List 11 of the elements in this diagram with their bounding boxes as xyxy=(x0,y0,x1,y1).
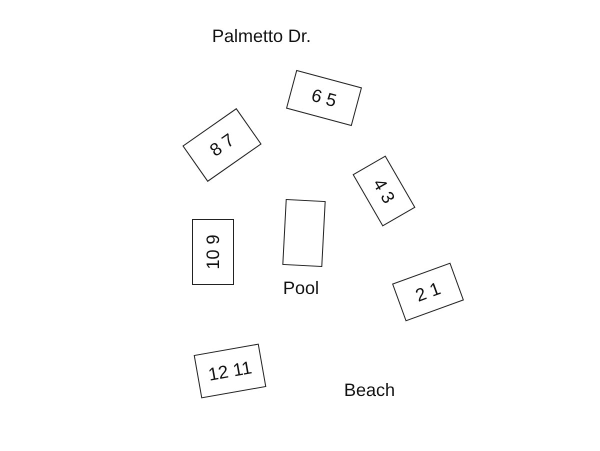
cabin-outline xyxy=(192,219,234,285)
unit-numbers: 6 5 xyxy=(309,84,339,112)
unit-numbers: 4 3 xyxy=(368,174,400,208)
area-label: Beach xyxy=(344,380,396,401)
unit-numbers: 10 9 xyxy=(202,234,224,270)
street-label: Palmetto Dr. xyxy=(212,26,312,47)
area-label: Pool xyxy=(283,278,320,299)
unit-numbers: 2 1 xyxy=(412,278,444,306)
pool-outline xyxy=(282,199,326,267)
unit-numbers: 12 11 xyxy=(206,356,254,386)
unit-numbers: 8 7 xyxy=(206,129,238,161)
